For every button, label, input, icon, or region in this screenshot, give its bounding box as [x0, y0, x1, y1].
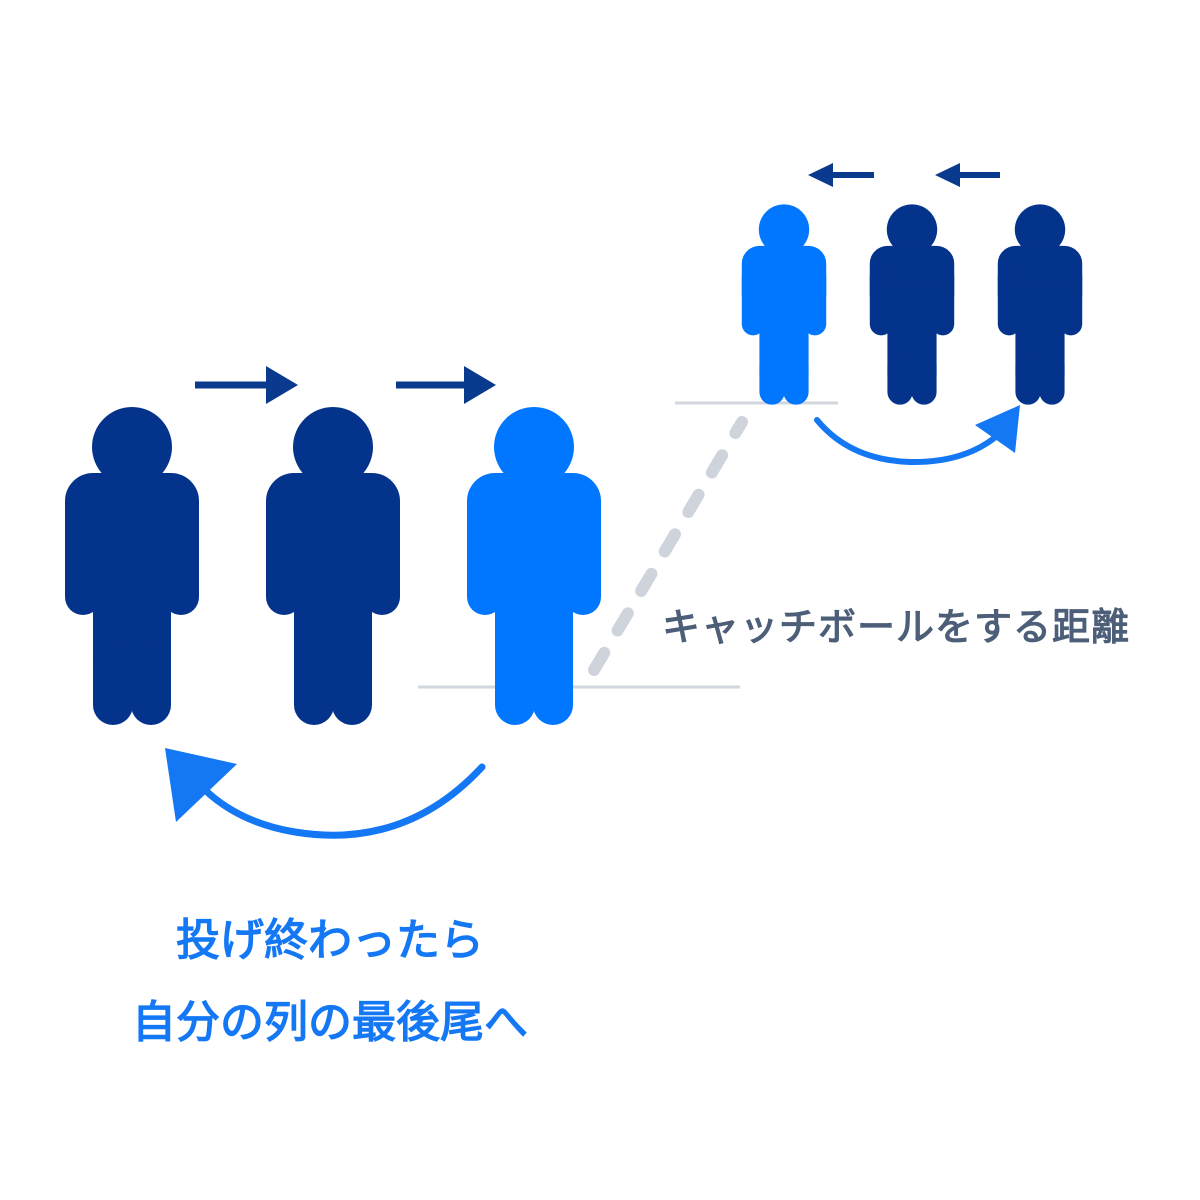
- curved-arrow-icon: [814, 405, 1020, 466]
- distance-label: キャッチボールをする距離: [662, 605, 1131, 649]
- caption-line-2: 自分の列の最後尾へ: [132, 997, 528, 1048]
- arrow-icon: [195, 366, 298, 404]
- person-icon: [741, 204, 827, 405]
- arrow-icon: [935, 163, 1000, 187]
- caption-line-1: 投げ終わったら: [176, 915, 484, 966]
- person-icon: [65, 407, 199, 725]
- arrow-icon: [396, 366, 496, 404]
- person-icon: [266, 407, 400, 725]
- person-icon: [869, 204, 955, 405]
- person-icon: [997, 204, 1083, 405]
- distance-dashed-line: [588, 416, 748, 676]
- caption: 投げ終わったら 自分の列の最後尾へ: [0, 900, 660, 1064]
- curved-arrow-icon: [165, 748, 486, 839]
- person-icon: [467, 407, 601, 725]
- arrow-icon: [808, 163, 874, 187]
